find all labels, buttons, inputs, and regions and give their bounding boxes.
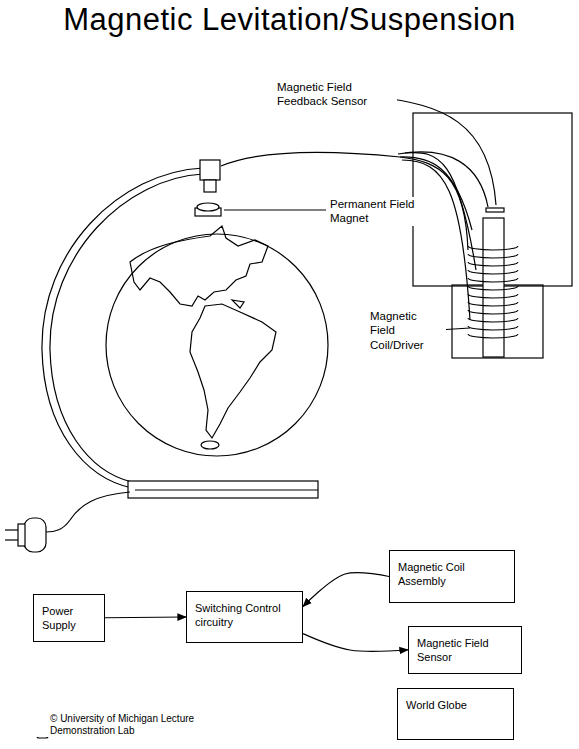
island — [232, 300, 244, 308]
continent-south-america — [190, 304, 276, 438]
coil-winding — [468, 254, 518, 258]
coil-winding — [468, 286, 518, 290]
block-box: Magnetic Coil Assembly — [389, 550, 515, 603]
coil-winding — [468, 334, 518, 338]
arrow-connector — [105, 616, 186, 618]
block-box: World Globe — [397, 688, 514, 740]
box-label: Magnetic Coil Assembly — [398, 561, 506, 589]
box-label: World Globe — [406, 699, 505, 713]
coil-winding — [468, 318, 518, 322]
stand-base — [128, 481, 318, 498]
coil-winding — [468, 278, 518, 282]
plug-prong — [5, 539, 18, 540]
part-label: Permanent Field Magnet — [328, 197, 432, 226]
feedback-sensor — [200, 160, 220, 180]
coil-winding — [468, 246, 518, 250]
coil-winding — [468, 326, 518, 330]
box-label: Switching Control circuitry — [195, 602, 294, 630]
power-cord — [46, 492, 130, 532]
coil-windings — [468, 246, 518, 338]
block-box: Switching Control circuitry — [186, 591, 303, 643]
block-box: Magnetic Field Sensor — [408, 626, 522, 674]
coil-winding — [468, 310, 518, 314]
sensor-tab — [204, 180, 216, 192]
world-globe — [106, 234, 328, 456]
plug-prong — [5, 529, 18, 530]
continent-north-america — [130, 226, 268, 306]
block-box: Power Supply — [33, 594, 105, 642]
arrow-connector — [303, 573, 389, 607]
plug-neck — [18, 524, 25, 546]
plug-body — [24, 518, 46, 552]
leader-line — [378, 97, 496, 205]
coil-winding — [468, 302, 518, 306]
leader-line — [224, 209, 326, 210]
copyright-note: © University of Michigan Lecture Demonst… — [34, 713, 222, 737]
title: Magnetic Levitation/Suspension — [0, 2, 579, 38]
coil-winding — [468, 270, 518, 274]
wire — [402, 160, 470, 320]
top-magnet — [197, 203, 219, 211]
base-line — [135, 489, 318, 490]
coil-winding — [468, 294, 518, 298]
coil-core — [483, 218, 504, 357]
part-label: Magnetic Field Coil/Driver — [368, 309, 446, 352]
bottom-magnet — [201, 441, 219, 449]
part-label: Magnetic Field Feedback Sensor — [275, 80, 397, 109]
box-label: Magnetic Field Sensor — [417, 637, 513, 665]
arrow-connector — [303, 634, 408, 652]
coil-sensor-plate — [486, 208, 504, 212]
box-label: Power Supply — [42, 605, 96, 633]
